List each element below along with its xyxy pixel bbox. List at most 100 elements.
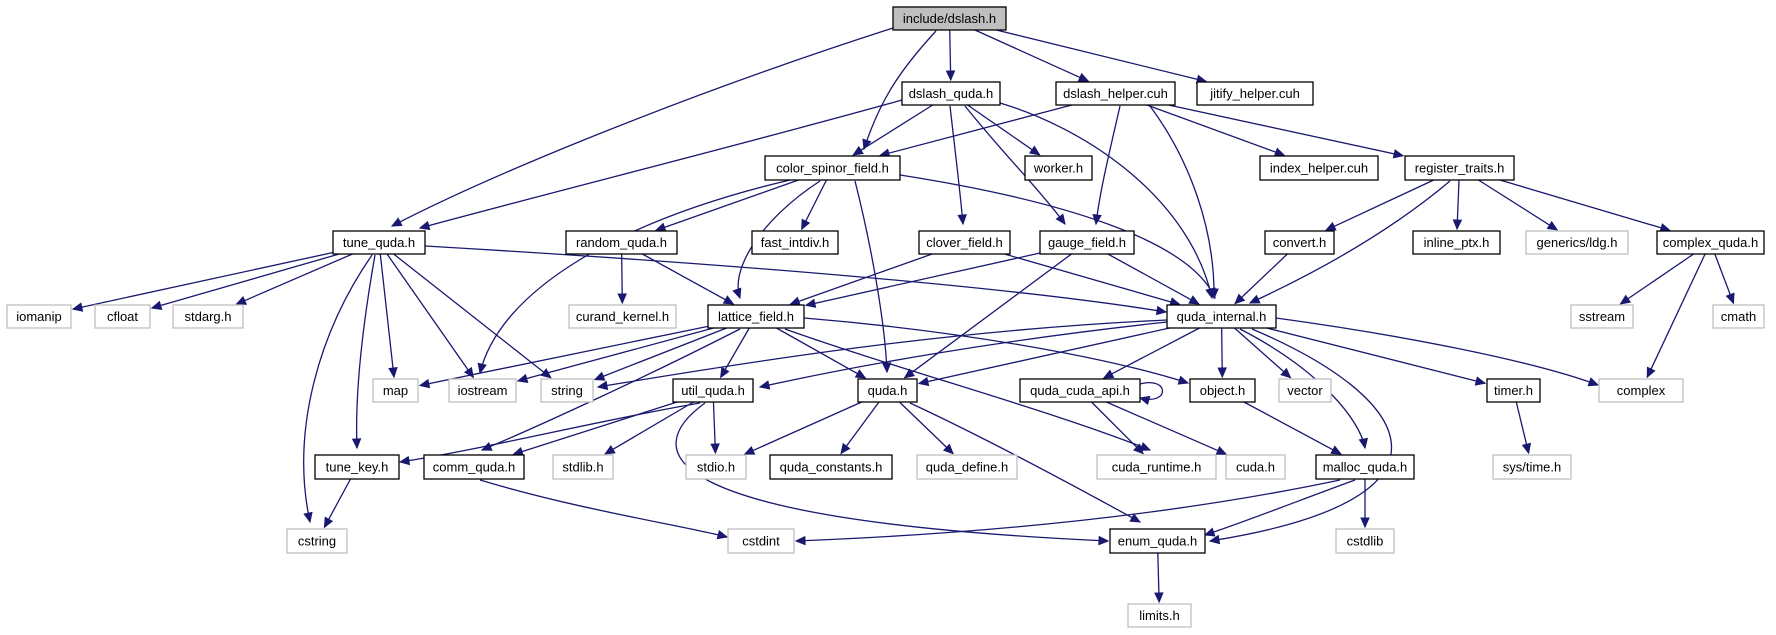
node-dslash-helper[interactable]: dslash_helper.cuh (1055, 81, 1176, 106)
node-timer[interactable]: timer.h (1486, 378, 1541, 403)
node-label: lattice_field.h (718, 309, 794, 324)
node-worker[interactable]: worker.h (1024, 155, 1093, 181)
edge-quda-to-stdio (743, 401, 862, 455)
edge-color-spinor-to-iostream (477, 179, 791, 375)
node-quda[interactable]: quda.h (857, 378, 918, 403)
node-tune-key[interactable]: tune_key.h (314, 454, 400, 480)
node-comm-quda[interactable]: comm_quda.h (423, 454, 525, 480)
node-box (751, 230, 839, 255)
node-color-spinor[interactable]: color_spinor_field.h (764, 155, 901, 181)
node-quda-internal[interactable]: quda_internal.h (1166, 304, 1277, 329)
edge-clover-field-to-lattice-field (789, 253, 933, 306)
edge-quda-cuda-api-to-cuda-runtime (1091, 401, 1144, 455)
node-vector: vector (1278, 378, 1332, 403)
node-label: dslash_quda.h (909, 86, 994, 101)
node-inline-ptx[interactable]: inline_ptx.h (1412, 230, 1501, 255)
edge-dslash-to-tune-quda (390, 27, 894, 227)
node-box (1024, 155, 1093, 181)
node-box (857, 378, 918, 403)
node-string: string (540, 378, 594, 403)
node-malloc-quda[interactable]: malloc_quda.h (1315, 454, 1415, 480)
edge-gauge-field-to-quda-internal (1107, 253, 1200, 305)
edge-util-quda-to-stdlib (604, 401, 694, 455)
node-enum-quda[interactable]: enum_quda.h (1109, 528, 1206, 554)
node-label: sys/time.h (1503, 460, 1562, 475)
node-box (372, 378, 419, 403)
node-label: random_quda.h (576, 235, 667, 250)
node-label: limits.h (1139, 608, 1179, 623)
edge-dslash-helper-to-color-spinor (878, 104, 1072, 158)
node-index-helper[interactable]: index_helper.cuh (1259, 155, 1379, 181)
node-box (672, 378, 754, 403)
node-tune-quda[interactable]: tune_quda.h (332, 230, 426, 255)
edge-tune-quda-to-cstring (303, 254, 373, 524)
node-convert[interactable]: convert.h (1264, 230, 1335, 255)
node-label: worker.h (1033, 161, 1083, 176)
node-dslash-quda[interactable]: dslash_quda.h (901, 81, 1001, 106)
node-fast-intdiv[interactable]: fast_intdiv.h (751, 230, 839, 255)
edge-dslash-quda-to-tune-quda (418, 99, 903, 231)
node-random-quda[interactable]: random_quda.h (565, 230, 678, 255)
node-box (1225, 454, 1286, 480)
edge-register-traits-to-quda-internal (1248, 180, 1451, 304)
edge-gauge-field-to-lattice-field (804, 252, 1041, 308)
edge-tune-quda-to-cfloat (150, 253, 340, 310)
node-register-traits[interactable]: register_traits.h (1404, 155, 1515, 181)
node-box (552, 454, 614, 480)
edge-color-spinor-to-fast-intdiv (801, 179, 828, 231)
node-label: stdlib.h (562, 460, 603, 475)
edge-util-quda-to-enum-quda (675, 402, 1110, 546)
edge-comm-quda-to-cstdint (479, 479, 729, 540)
node-label: quda_internal.h (1177, 309, 1267, 324)
edge-tune-quda-to-iostream (386, 253, 475, 379)
node-box (1259, 155, 1379, 181)
node-label: cstdint (742, 534, 780, 549)
node-box (568, 304, 677, 329)
node-label: sstream (1579, 309, 1625, 324)
node-util-quda[interactable]: util_quda.h (672, 378, 754, 403)
edge-tune-quda-to-quda-internal (424, 245, 1168, 316)
node-gauge-field[interactable]: gauge_field.h (1039, 230, 1135, 255)
node-complex-quda[interactable]: complex_quda.h (1656, 230, 1765, 255)
node-label: tune_key.h (326, 460, 389, 475)
node-label: convert.h (1273, 235, 1326, 250)
node-box (1127, 603, 1192, 628)
node-quda-cuda-api[interactable]: quda_cuda_api.h (1019, 378, 1141, 403)
node-box (769, 454, 893, 480)
nodes-layer: include/dslash.h dslash_quda.h dslash_help… (6, 6, 1765, 628)
node-box (1278, 378, 1332, 403)
node-lattice-field[interactable]: lattice_field.h (707, 304, 805, 329)
node-label: map (383, 383, 408, 398)
edge-tune-quda-to-string (393, 253, 552, 379)
node-object[interactable]: object.h (1189, 378, 1256, 403)
node-cstring: cstring (286, 528, 348, 554)
edge-quda-internal-to-quda-cuda-api (1102, 327, 1200, 379)
edge-quda-internal-to-timer (1266, 327, 1487, 386)
node-limits: limits.h (1127, 603, 1192, 628)
node-box (1189, 378, 1256, 403)
node-label: jitify_helper.cuh (1209, 86, 1300, 101)
node-quda-define: quda_define.h (916, 454, 1018, 480)
edges-layer (71, 27, 1735, 604)
edge-complex-quda-to-sstream (1619, 253, 1695, 305)
node-label: complex_quda.h (1663, 235, 1758, 250)
node-label: stdarg.h (185, 309, 232, 324)
node-clover-field[interactable]: clover_field.h (918, 230, 1011, 255)
node-quda-constants[interactable]: quda_constants.h (769, 454, 893, 480)
node-dslash[interactable]: include/dslash.h (892, 6, 1007, 31)
edge-quda-internal-to-vector (1234, 327, 1292, 379)
node-cuda: cuda.h (1225, 454, 1286, 480)
node-box (727, 528, 795, 554)
node-box (286, 528, 348, 554)
node-cfloat: cfloat (94, 304, 151, 329)
edge-lattice-field-to-cuda-runtime (784, 328, 1152, 451)
node-box (332, 230, 426, 255)
node-box (1019, 378, 1141, 403)
node-box (94, 304, 151, 329)
node-box (1404, 155, 1515, 181)
node-box (1492, 454, 1572, 480)
edge-quda-internal-to-string (596, 319, 1168, 391)
node-jitify-helper[interactable]: jitify_helper.cuh (1196, 81, 1314, 106)
edge-register-traits-to-complex-quda (1499, 179, 1672, 233)
node-label: timer.h (1494, 383, 1533, 398)
